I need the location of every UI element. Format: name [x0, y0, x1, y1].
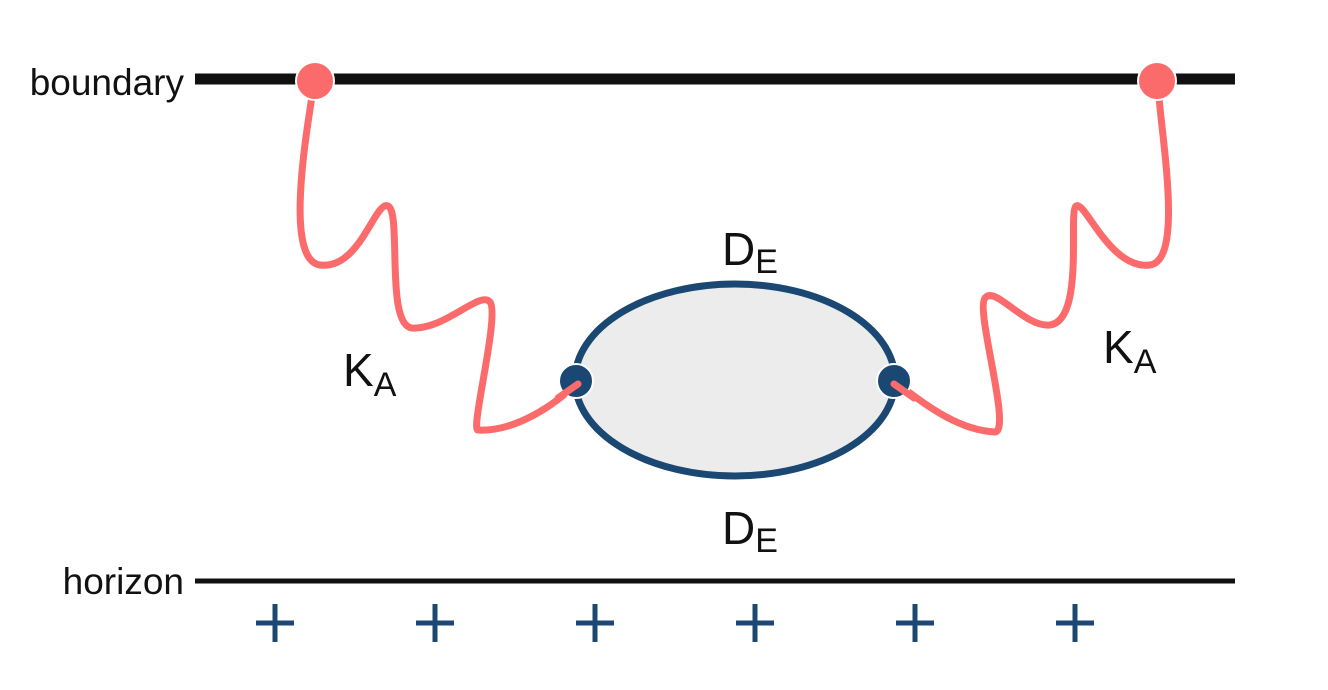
loop-top-label-sub: E [755, 243, 778, 281]
horizon-plus-mark [1056, 604, 1094, 642]
propagator-left-label-sub: A [374, 366, 397, 404]
horizon-plus-mark [576, 604, 614, 642]
boundary-vertex-right [1137, 61, 1177, 101]
horizon-plus-mark [736, 604, 774, 642]
loop-bottom-label-sub: E [755, 522, 778, 560]
loop-top-label-main: D [722, 223, 755, 275]
boundary-label: boundary [30, 62, 185, 103]
horizon-plus-mark [256, 604, 294, 642]
propagator-right-label-sub: A [1134, 343, 1157, 381]
horizon-plus-marks [256, 604, 1094, 642]
loop-top-label: DE [722, 223, 778, 281]
horizon-label: horizon [63, 561, 184, 602]
boundary-vertex-left [295, 61, 335, 101]
propagator-left-label-main: K [343, 344, 374, 396]
propagator-left-label: KA [343, 344, 397, 404]
propagator-left-stub [554, 380, 582, 402]
horizon-plus-mark [896, 604, 934, 642]
loop-ellipse [571, 280, 899, 480]
propagator-right-label: KA [1103, 321, 1157, 381]
propagator-right [891, 80, 1173, 436]
propagator-left [296, 80, 582, 434]
loop-bottom-label: DE [722, 502, 778, 560]
horizon-plus-mark [416, 604, 454, 642]
propagator-right-label-main: K [1103, 321, 1134, 373]
loop-bottom-label-main: D [722, 502, 755, 554]
propagator-right-stub [890, 380, 918, 402]
